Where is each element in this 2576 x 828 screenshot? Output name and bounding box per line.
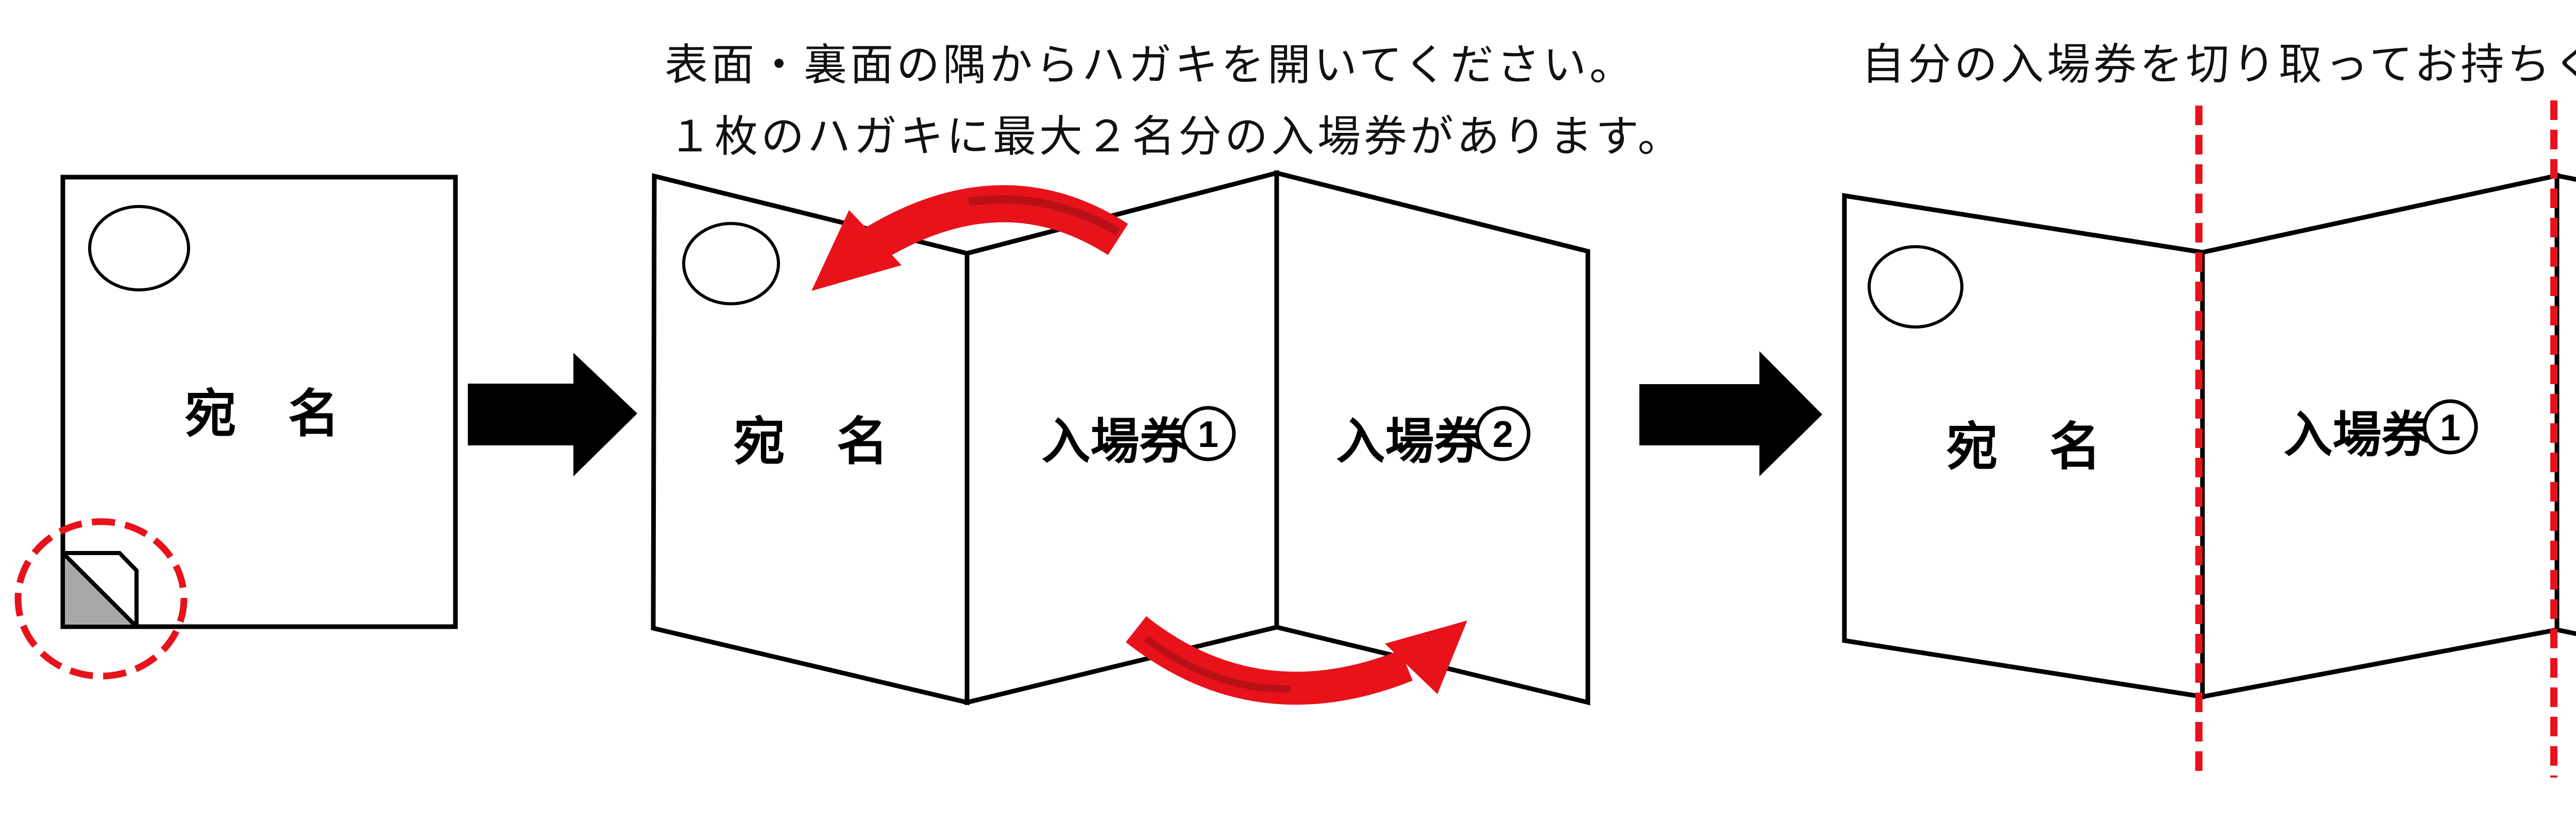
folded-corner-diagonal	[61, 551, 138, 628]
address-label: 宛 名	[734, 413, 888, 471]
open-arrow-bottom-head	[1385, 620, 1467, 694]
stamp-circle	[88, 205, 190, 291]
stamp-circle	[682, 222, 780, 305]
circled-number-1: 1	[2440, 407, 2461, 449]
open-arrow-top-shadow	[968, 195, 1120, 235]
circled-number-1-ring	[2422, 399, 2478, 455]
circled-number-1-ring	[1180, 406, 1236, 461]
stamp-circle	[1868, 245, 1963, 329]
open-direction-arrow-top	[811, 185, 1128, 291]
folded-corner-outline	[61, 551, 139, 629]
folded-corner	[61, 551, 139, 629]
folded-postcard-figure: 宛 名	[14, 175, 458, 680]
opened-postcard-figure: 宛 名 入場券 1 入場券 2	[651, 170, 1590, 705]
open-arrow-bottom-shadow	[1144, 635, 1291, 693]
ticket1-text: 入場券	[1041, 415, 1189, 469]
step-arrow-1	[468, 353, 637, 476]
corner-highlight-dashed-circle	[14, 518, 188, 680]
ticket1-text: 入場券	[2283, 408, 2431, 462]
address-label: 宛 名	[1946, 418, 2101, 476]
instruction-open-line2: １枚のハガキに最大２名分の入場券があります。	[668, 112, 1684, 161]
open-direction-arrow-bottom	[1126, 616, 1467, 705]
address-label: 宛 名	[185, 385, 340, 443]
panel-ticket2	[1274, 170, 1590, 705]
open-arrow-top-head	[811, 210, 902, 291]
cut-postcard-figure: 宛 名 入場券 1 入場券 2	[1842, 100, 2576, 781]
open-arrow-top-band	[861, 185, 1128, 262]
ticket2-text: 入場券	[1336, 415, 1483, 469]
ticket1-label: 入場券 1	[2283, 399, 2478, 462]
instruction-cut-line: 自分の入場券を切り取ってお持ちください。	[1861, 40, 2576, 89]
circled-number-1: 1	[1198, 414, 1218, 455]
circled-number-2: 2	[1493, 414, 1513, 455]
instruction-open-line1: 表面・裏面の隅からハガキを開いてください。	[665, 41, 1636, 89]
panel-ticket2	[2554, 173, 2576, 636]
circled-number-2-ring	[1475, 406, 1531, 461]
ticket1-label: 入場券 1	[1041, 406, 1236, 469]
step-arrow-2	[1639, 351, 1822, 476]
ticket2-label: 入場券 2	[1336, 406, 1531, 469]
